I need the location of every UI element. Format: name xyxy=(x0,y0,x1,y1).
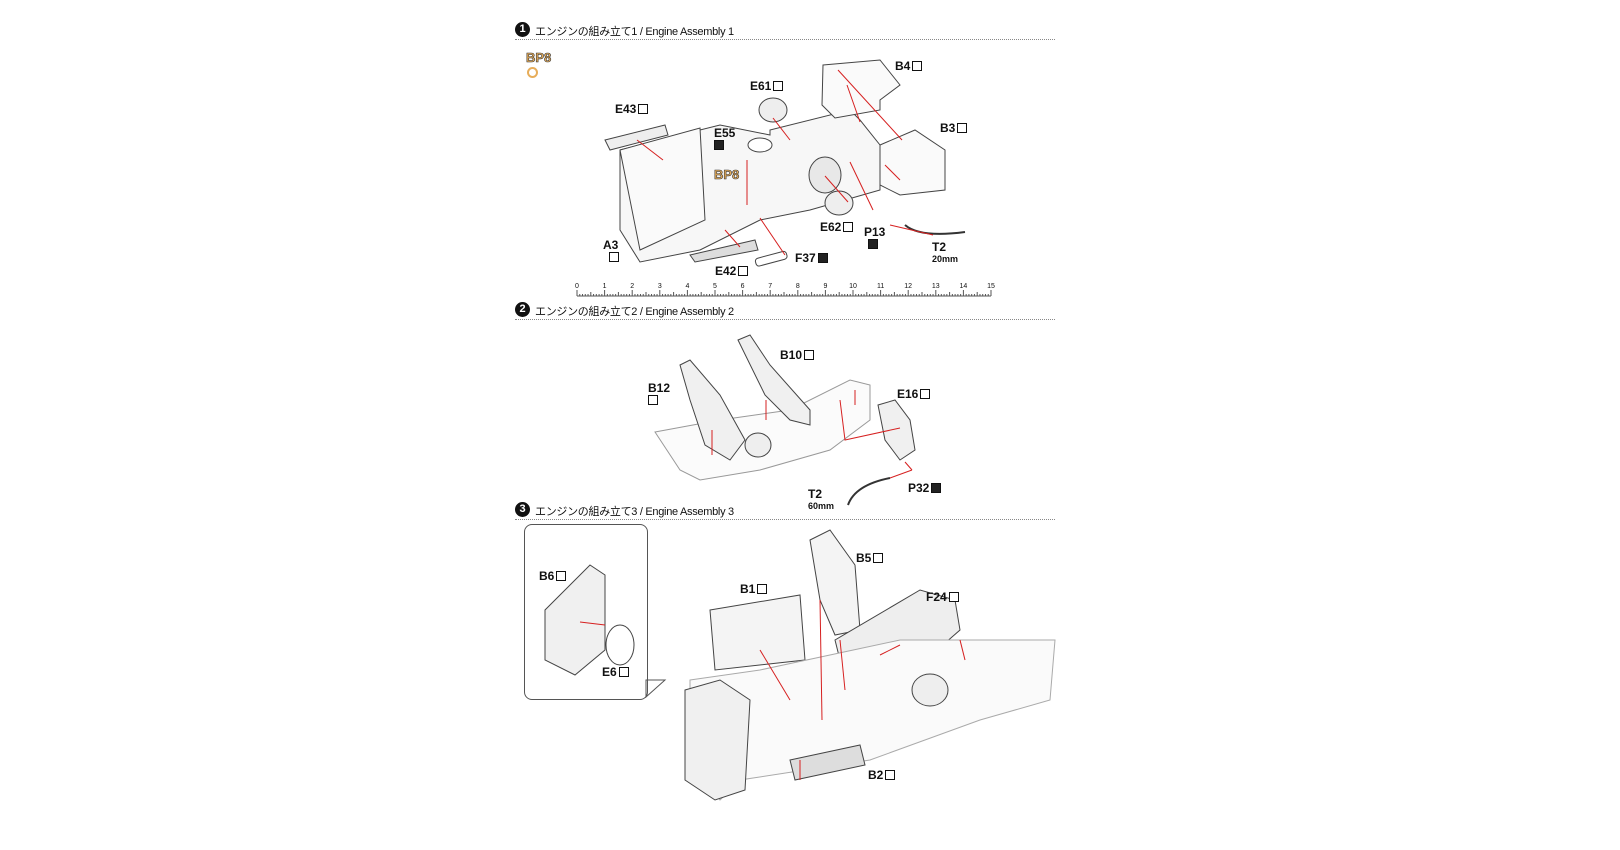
step1-engine-block xyxy=(604,59,966,267)
ruler-tick: 6 xyxy=(740,283,745,290)
part-label-b5: B5 xyxy=(856,551,884,565)
ruler-tick: 4 xyxy=(685,283,690,290)
plastic-type-icon xyxy=(773,80,784,91)
part-label-b12: B12 xyxy=(648,381,670,406)
detail-callout xyxy=(524,524,648,700)
part-label-b3: B3 xyxy=(940,121,968,135)
part-label-a3: A3 xyxy=(603,238,619,263)
plastic-type-icon xyxy=(609,252,619,262)
part-label-e6: E6 xyxy=(602,665,629,679)
plastic-type-icon xyxy=(957,122,968,133)
ruler-tick: 5 xyxy=(713,283,717,290)
ruler-tick: 0 xyxy=(575,283,579,290)
plastic-type-icon xyxy=(638,103,649,114)
ruler-tick: 10 xyxy=(849,283,857,290)
part-label-b4: B4 xyxy=(895,59,923,73)
plastic-type-icon xyxy=(885,769,896,780)
part-label-e61: E61 xyxy=(750,79,784,93)
plastic-type-icon xyxy=(648,395,658,405)
part-label-b2: B2 xyxy=(868,768,896,782)
legend-part-bp8: BP8 xyxy=(526,50,552,66)
ruler-tick: 14 xyxy=(959,283,968,290)
step-2-header: 2 エンジンの組み立て2 / Engine Assembly 2 xyxy=(515,302,1055,320)
step-title: エンジンの組み立て1 / Engine Assembly 1 xyxy=(535,26,734,38)
plastic-type-icon xyxy=(714,140,724,150)
step3-parts xyxy=(544,529,1056,801)
plastic-type-icon xyxy=(920,388,931,399)
callout-pointer xyxy=(645,679,667,699)
part-label-b10: B10 xyxy=(780,348,815,362)
plastic-type-icon xyxy=(912,60,923,71)
part-label-bp8: BP8 xyxy=(714,167,740,183)
step-number: 1 xyxy=(515,22,530,37)
plastic-type-icon xyxy=(873,552,884,563)
step-3-header: 3 エンジンの組み立て3 / Engine Assembly 3 xyxy=(515,502,1055,520)
part-label-p32: P32 xyxy=(908,481,942,495)
plastic-type-icon xyxy=(931,482,942,493)
plastic-type-icon xyxy=(948,591,959,602)
ruler-tick: 8 xyxy=(795,283,800,290)
ruler-tick: 9 xyxy=(823,283,828,290)
part-label-b6: B6 xyxy=(539,569,567,583)
ruler-tick: 13 xyxy=(931,283,940,290)
ruler-tick: 3 xyxy=(657,283,662,290)
step-number: 2 xyxy=(515,302,530,317)
ruler-tick: 7 xyxy=(768,283,773,290)
part-label-f37: F37 xyxy=(795,251,828,265)
step-title: エンジンの組み立て2 / Engine Assembly 2 xyxy=(535,306,734,318)
nut-icon xyxy=(527,67,538,78)
part-label-e16: E16 xyxy=(897,387,931,401)
step-number: 3 xyxy=(515,502,530,517)
plastic-type-icon xyxy=(868,239,878,249)
part-label-p13: P13 xyxy=(864,225,885,250)
step3-arrows xyxy=(579,599,966,780)
step-1-header: 1 エンジンの組み立て1 / Engine Assembly 1 xyxy=(515,22,1055,40)
step-title: エンジンの組み立て3 / Engine Assembly 3 xyxy=(535,506,734,518)
part-label-b1: B1 xyxy=(740,582,768,596)
ruler-tick: 11 xyxy=(876,283,885,290)
plastic-type-icon xyxy=(757,583,768,594)
part-label-e55: E55 xyxy=(714,126,735,151)
plastic-type-icon xyxy=(738,265,749,276)
ruler-tick: 12 xyxy=(904,283,913,290)
tube-length: 60mm xyxy=(808,501,835,511)
ruler-tick: 2 xyxy=(630,283,635,290)
ruler xyxy=(576,290,992,297)
part-label-e43: E43 xyxy=(615,102,649,116)
part-label-f24: F24 xyxy=(926,590,959,604)
step2-arrows xyxy=(711,390,913,479)
plastic-type-icon xyxy=(843,221,854,232)
plastic-type-icon xyxy=(804,349,815,360)
plastic-type-icon xyxy=(556,570,567,581)
part-label-e62: E62 xyxy=(820,220,854,234)
tube-length: 20mm xyxy=(932,254,959,264)
plastic-type-icon xyxy=(817,252,828,263)
step2-engine-block xyxy=(654,379,871,481)
part-label-e42: E42 xyxy=(715,264,749,278)
plastic-type-icon xyxy=(618,666,629,677)
ruler-tick: 15 xyxy=(987,283,995,290)
step2-parts xyxy=(679,334,916,506)
ruler-tick: 1 xyxy=(602,283,607,290)
step1-arrows xyxy=(636,69,934,256)
